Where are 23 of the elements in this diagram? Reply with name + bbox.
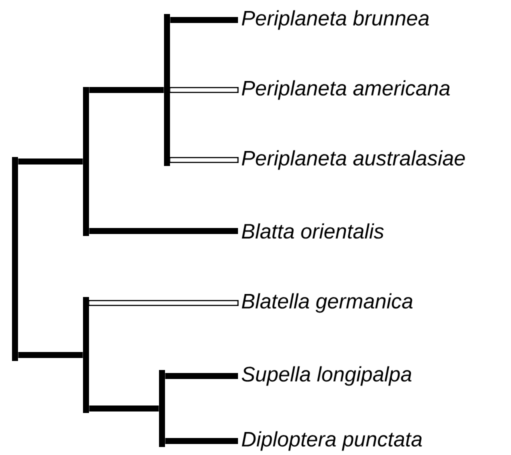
branch-line [89, 301, 237, 305]
branch-line [170, 158, 237, 162]
species-label: Periplaneta americana [242, 80, 450, 100]
species-label: Supella longipalpa [242, 366, 412, 386]
species-label: Diploptera punctata [242, 431, 422, 451]
branch-line [170, 17, 238, 23]
branch-line [170, 88, 237, 92]
species-label: Blatta orientalis [242, 223, 384, 239]
species-label: Periplaneta australasiae [242, 150, 465, 170]
branch-bar [164, 14, 170, 166]
branch-bar [83, 297, 89, 413]
species-label: Periplaneta brunnea [242, 10, 429, 30]
branch-line [165, 438, 238, 444]
branch-line [165, 373, 238, 379]
branch-bar [12, 157, 18, 361]
species-label: Blatella germanica [242, 293, 413, 313]
branch-line [18, 352, 83, 358]
branch-bar [83, 87, 89, 236]
branch-line [18, 158, 83, 164]
branch-bar [159, 370, 165, 447]
branch-line [89, 87, 164, 93]
branch-line [89, 406, 159, 412]
branch-line [89, 228, 238, 234]
